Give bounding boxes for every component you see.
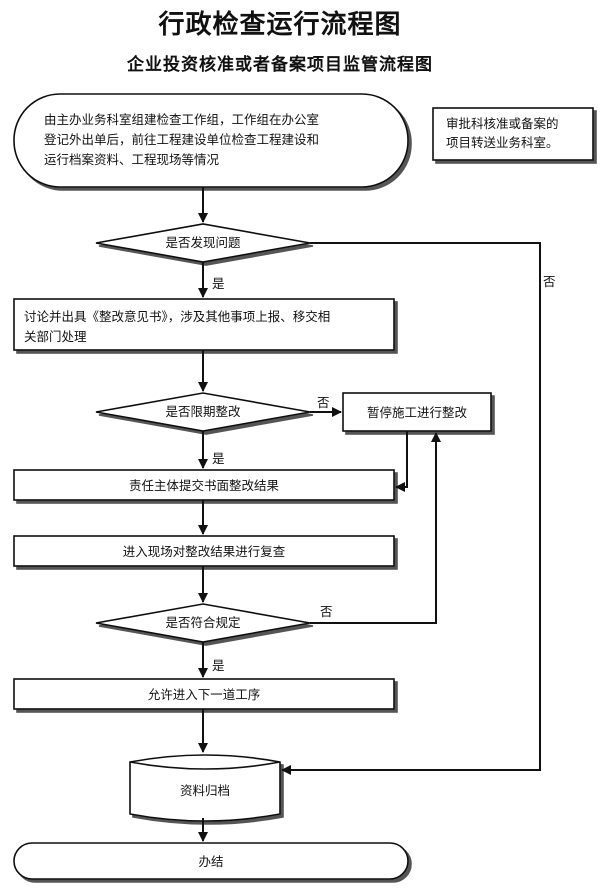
start-node <box>13 93 409 188</box>
note-text-line1: 审批科核准或备案的 <box>446 116 559 131</box>
archive-label: 资料归档 <box>180 783 230 798</box>
decision-comply-label: 是否符合规定 <box>165 615 240 630</box>
start-text-line3: 运行档案资料、工程现场等情况 <box>44 152 220 167</box>
note-box <box>432 107 594 161</box>
edge-label-no2: 否 <box>317 395 330 410</box>
suspend-label: 暂停施工进行整改 <box>367 405 468 420</box>
edge-label-yes3: 是 <box>212 658 225 673</box>
page-subtitle: 企业投资核准或者备案项目监管流程图 <box>127 55 433 75</box>
submit-label: 责任主体提交书面整改结果 <box>129 478 280 493</box>
decision-problem-label: 是否发现问题 <box>165 235 241 250</box>
end-node <box>13 842 409 880</box>
suspend-box <box>342 392 492 432</box>
edge-label-yes1: 是 <box>212 276 225 291</box>
decision-deadline-label: 是否限期整改 <box>165 404 241 419</box>
allow-label: 允许进入下一道工序 <box>148 687 261 702</box>
allow-box <box>13 678 395 710</box>
discuss-box <box>13 298 395 351</box>
discuss-text-line1: 讨论并出具《整改意见书》，涉及其他事项上报、移交相 <box>24 309 330 324</box>
discuss-text-line2: 关部门处理 <box>24 329 87 344</box>
page-title: 行政检查运行流程图 <box>158 10 402 40</box>
review-box <box>13 535 395 567</box>
edge-label-no3: 否 <box>320 604 333 619</box>
start-text-line1: 由主办业务科室组建检查工作组，工作组在办公室 <box>44 112 319 127</box>
edge-label-no1: 否 <box>543 274 556 289</box>
review-label: 进入现场对整改结果进行复查 <box>123 544 286 559</box>
end-label: 办结 <box>198 854 223 869</box>
start-text-line2: 登记外出单后，前往工程建设单位检查工程建设和 <box>44 132 319 147</box>
note-text-line2: 项目转送业务科室。 <box>446 135 559 150</box>
archive-cylinder <box>129 754 281 822</box>
edge-label-yes2: 是 <box>212 451 225 466</box>
